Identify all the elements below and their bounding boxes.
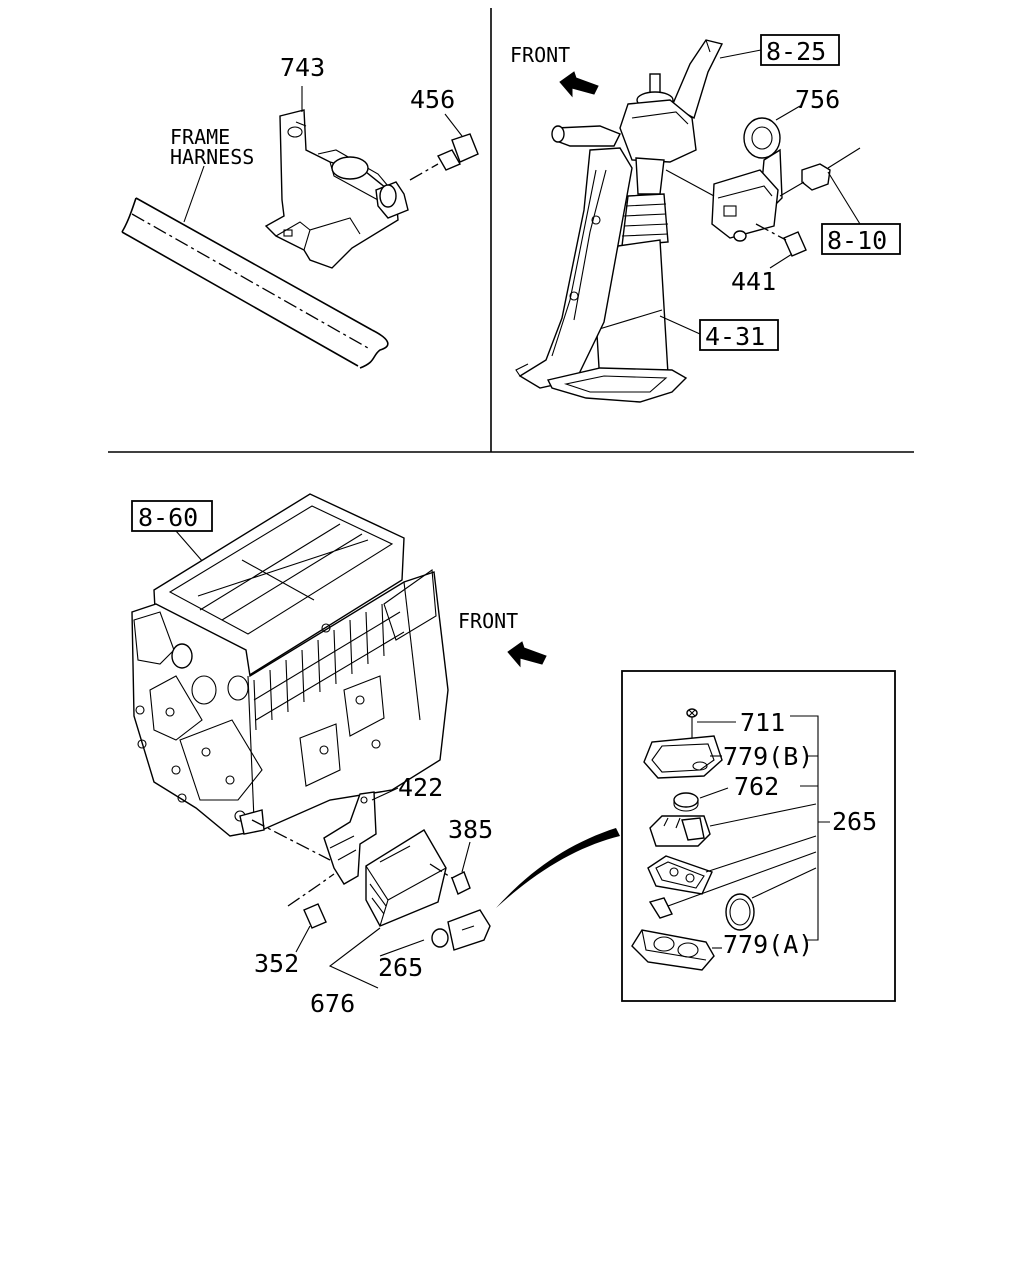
part-762-callout: 762	[734, 772, 779, 801]
ring-leader	[751, 867, 817, 899]
part-352-leader	[295, 925, 311, 953]
panel-bottom: 8-60 FRONT	[131, 493, 620, 1018]
part-762-leader	[699, 787, 729, 799]
part-756-callout: 756	[795, 85, 840, 114]
inner-module-drawing	[649, 815, 711, 847]
frame-harness-leader	[183, 165, 205, 223]
part-265-group-bracket	[790, 715, 819, 941]
front-arrow-bottom-icon	[507, 641, 547, 668]
ref-8-60-box	[131, 500, 213, 532]
part-711-callout: 711	[740, 708, 785, 737]
bracket-422-drawing	[323, 791, 377, 885]
module-676-drawing	[365, 829, 447, 927]
ref-8-60-label: 8-60	[138, 503, 198, 532]
part-352-callout: 352	[254, 949, 299, 978]
front-label-top: FRONT	[510, 43, 570, 67]
part-265-group-ticks	[800, 755, 830, 823]
part-779b-callout: 779(B)	[723, 742, 813, 771]
hvac-unit-drawing	[131, 493, 449, 837]
inner-case-drawing	[647, 855, 713, 919]
bolt-352-drawing	[287, 873, 335, 929]
connector-drawing	[779, 147, 861, 197]
part-779a-callout: 779(A)	[723, 930, 813, 959]
mount-line-upper	[251, 819, 331, 861]
ref-8-10-box	[821, 223, 901, 255]
inner-module-leader	[709, 803, 817, 827]
part-743-callout: 743	[280, 53, 325, 82]
steering-column-drawing	[515, 39, 724, 403]
ref-4-31-leader	[659, 315, 701, 335]
detail-box-frame	[621, 670, 896, 1002]
ref-4-31-box	[699, 319, 779, 351]
bracket-743-drawing	[264, 109, 409, 269]
part-265-leader-bottom	[379, 939, 425, 957]
detail-box: 711 779(B) 762 265 779(A)	[621, 670, 896, 1002]
part-441-leader	[769, 253, 793, 269]
part-441-callout: 441	[731, 267, 776, 296]
panel-top-right: FRONT	[510, 34, 901, 403]
inner-clip-leader	[667, 851, 817, 907]
front-label-bottom: FRONT	[458, 609, 518, 633]
part-265-callout-detail: 265	[832, 807, 877, 836]
ref-8-25-box	[760, 34, 840, 66]
key-unit-drawing	[665, 169, 779, 242]
frame-harness-label-line1: FRAME	[170, 125, 230, 149]
ring-drawing	[725, 893, 755, 931]
ref-8-25-label: 8-25	[766, 37, 826, 66]
part-422-callout: 422	[398, 773, 443, 802]
part-456-leader	[444, 113, 463, 137]
bolt-456-drawing	[409, 133, 479, 181]
part-756-leader	[775, 105, 801, 121]
front-arrow-top-icon	[559, 71, 599, 98]
bolt-385-drawing	[429, 863, 471, 895]
cover-779a-drawing	[631, 929, 715, 971]
inner-case-leader	[705, 835, 817, 873]
part-385-leader	[461, 841, 471, 873]
ref-8-10-leader	[827, 171, 861, 225]
ref-4-31-label: 4-31	[705, 322, 765, 351]
part-676-bracket-leader	[328, 927, 381, 989]
part-265-callout-bottom: 265	[378, 953, 423, 982]
part-422-leader	[371, 787, 399, 801]
cover-779b-drawing	[643, 735, 723, 779]
bolt-441-drawing	[755, 223, 807, 257]
battery-762-drawing	[673, 792, 699, 812]
ref-8-10-label: 8-10	[827, 226, 887, 255]
part-385-callout: 385	[448, 815, 493, 844]
part-676-callout: 676	[310, 989, 355, 1018]
part-456-callout: 456	[410, 85, 455, 114]
key-fob-drawing	[431, 909, 491, 951]
frame-harness-drawing	[121, 197, 389, 369]
panel-top-left: FRAME HARNESS 743 456	[121, 53, 479, 369]
frame-harness-label-line2: HARNESS	[170, 145, 254, 169]
detail-pointer-wedge	[496, 828, 620, 908]
ref-8-25-leader	[719, 49, 762, 59]
